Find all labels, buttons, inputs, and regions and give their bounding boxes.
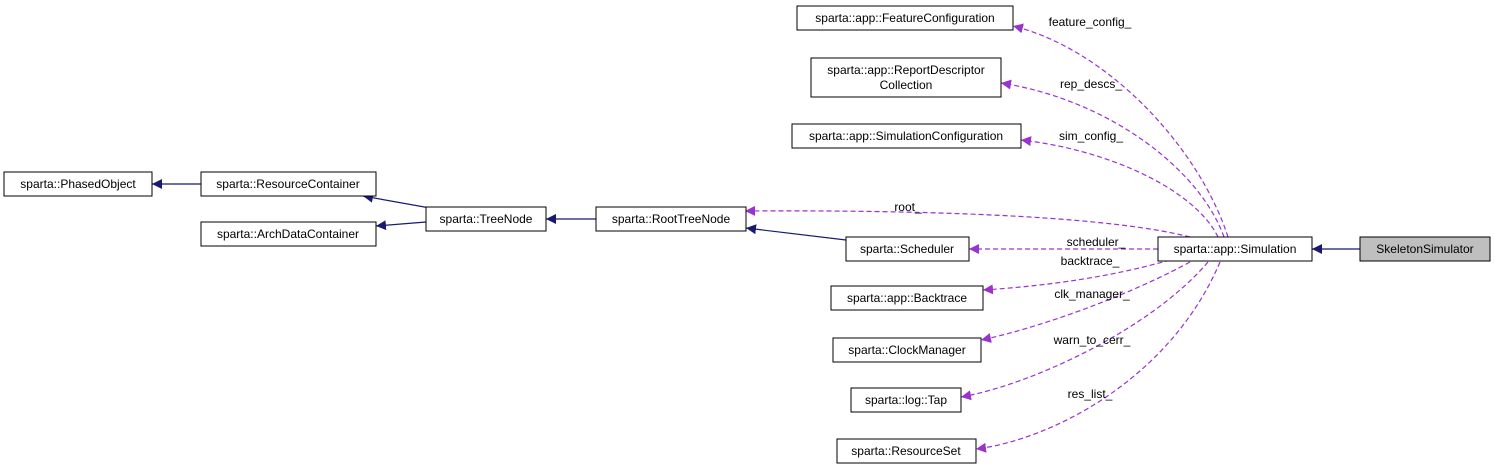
label-backtrace: backtrace_ xyxy=(1061,254,1120,268)
node-arch-data-container[interactable]: sparta::ArchDataContainer xyxy=(200,221,377,247)
node-simulation-configuration[interactable]: sparta::app::SimulationConfiguration xyxy=(791,123,1022,149)
node-tree-node-label: sparta::TreeNode xyxy=(440,212,533,226)
node-simulation-configuration-label: sparta::app::SimulationConfiguration xyxy=(809,129,1003,143)
node-phased-object[interactable]: sparta::PhasedObject xyxy=(3,171,153,197)
node-backtrace-label: sparta::app::Backtrace xyxy=(847,291,967,305)
node-report-descriptor-collection[interactable]: sparta::app::ReportDescriptor Collection xyxy=(810,57,1002,98)
node-log-tap[interactable]: sparta::log::Tap xyxy=(850,387,962,413)
edge-tree-node-to-resource-container xyxy=(362,192,431,209)
edge-scheduler-to-root-tree-node xyxy=(745,224,847,241)
edge-tree-node-to-arch-data-container xyxy=(375,220,427,231)
label-sim-config: sim_config_ xyxy=(1059,129,1123,143)
node-skeleton-simulator[interactable]: SkeletonSimulator xyxy=(1359,236,1491,262)
edge-feature-config xyxy=(1012,23,1229,238)
node-report-descriptor-collection-label-2: Collection xyxy=(880,78,933,92)
node-simulation-label: sparta::app::Simulation xyxy=(1174,242,1297,256)
label-root: root_ xyxy=(894,200,922,214)
node-root-tree-node-label: sparta::RootTreeNode xyxy=(612,212,731,226)
edge-rep-descs xyxy=(1000,79,1225,238)
node-scheduler[interactable]: sparta::Scheduler xyxy=(845,236,970,262)
edge-backtrace xyxy=(982,259,1171,295)
node-feature-configuration-label: sparta::app::FeatureConfiguration xyxy=(815,11,994,25)
node-feature-configuration[interactable]: sparta::app::FeatureConfiguration xyxy=(796,5,1014,31)
node-tree-node[interactable]: sparta::TreeNode xyxy=(425,206,547,232)
node-resource-container-label: sparta::ResourceContainer xyxy=(216,177,359,191)
inheritance-edges xyxy=(152,179,1360,254)
edge-res-list xyxy=(975,261,1221,453)
node-simulation[interactable]: sparta::app::Simulation xyxy=(1157,236,1313,262)
node-log-tap-label: sparta::log::Tap xyxy=(865,393,947,407)
node-resource-set-label: sparta::ResourceSet xyxy=(851,444,961,458)
edge-clk-manager xyxy=(980,261,1191,343)
node-clock-manager[interactable]: sparta::ClockManager xyxy=(832,337,982,363)
association-edges xyxy=(744,23,1229,453)
node-phased-object-label: sparta::PhasedObject xyxy=(20,177,136,191)
label-rep-descs: rep_descs_ xyxy=(1060,77,1122,91)
node-root-tree-node[interactable]: sparta::RootTreeNode xyxy=(595,206,747,232)
edge-warn-to-cerr xyxy=(960,261,1209,401)
edge-labels: feature_config_ rep_descs_ sim_config_ r… xyxy=(894,15,1131,401)
edge-sim-config xyxy=(1020,136,1219,238)
node-resource-set[interactable]: sparta::ResourceSet xyxy=(836,438,977,464)
label-feature-config: feature_config_ xyxy=(1049,15,1132,29)
label-warn-to-cerr: warn_to_cerr_ xyxy=(1053,333,1131,347)
node-clock-manager-label: sparta::ClockManager xyxy=(848,343,965,357)
edge-root xyxy=(744,205,1191,238)
label-clk-manager: clk_manager_ xyxy=(1054,287,1130,301)
label-res-list: res_list_ xyxy=(1068,387,1113,401)
node-resource-container[interactable]: sparta::ResourceContainer xyxy=(200,171,377,197)
node-scheduler-label: sparta::Scheduler xyxy=(860,242,954,256)
node-backtrace[interactable]: sparta::app::Backtrace xyxy=(830,285,984,311)
node-arch-data-container-label: sparta::ArchDataContainer xyxy=(217,227,359,241)
node-skeleton-simulator-label: SkeletonSimulator xyxy=(1376,242,1473,256)
node-report-descriptor-collection-label-1: sparta::app::ReportDescriptor xyxy=(827,63,984,77)
label-scheduler: scheduler_ xyxy=(1067,235,1126,249)
